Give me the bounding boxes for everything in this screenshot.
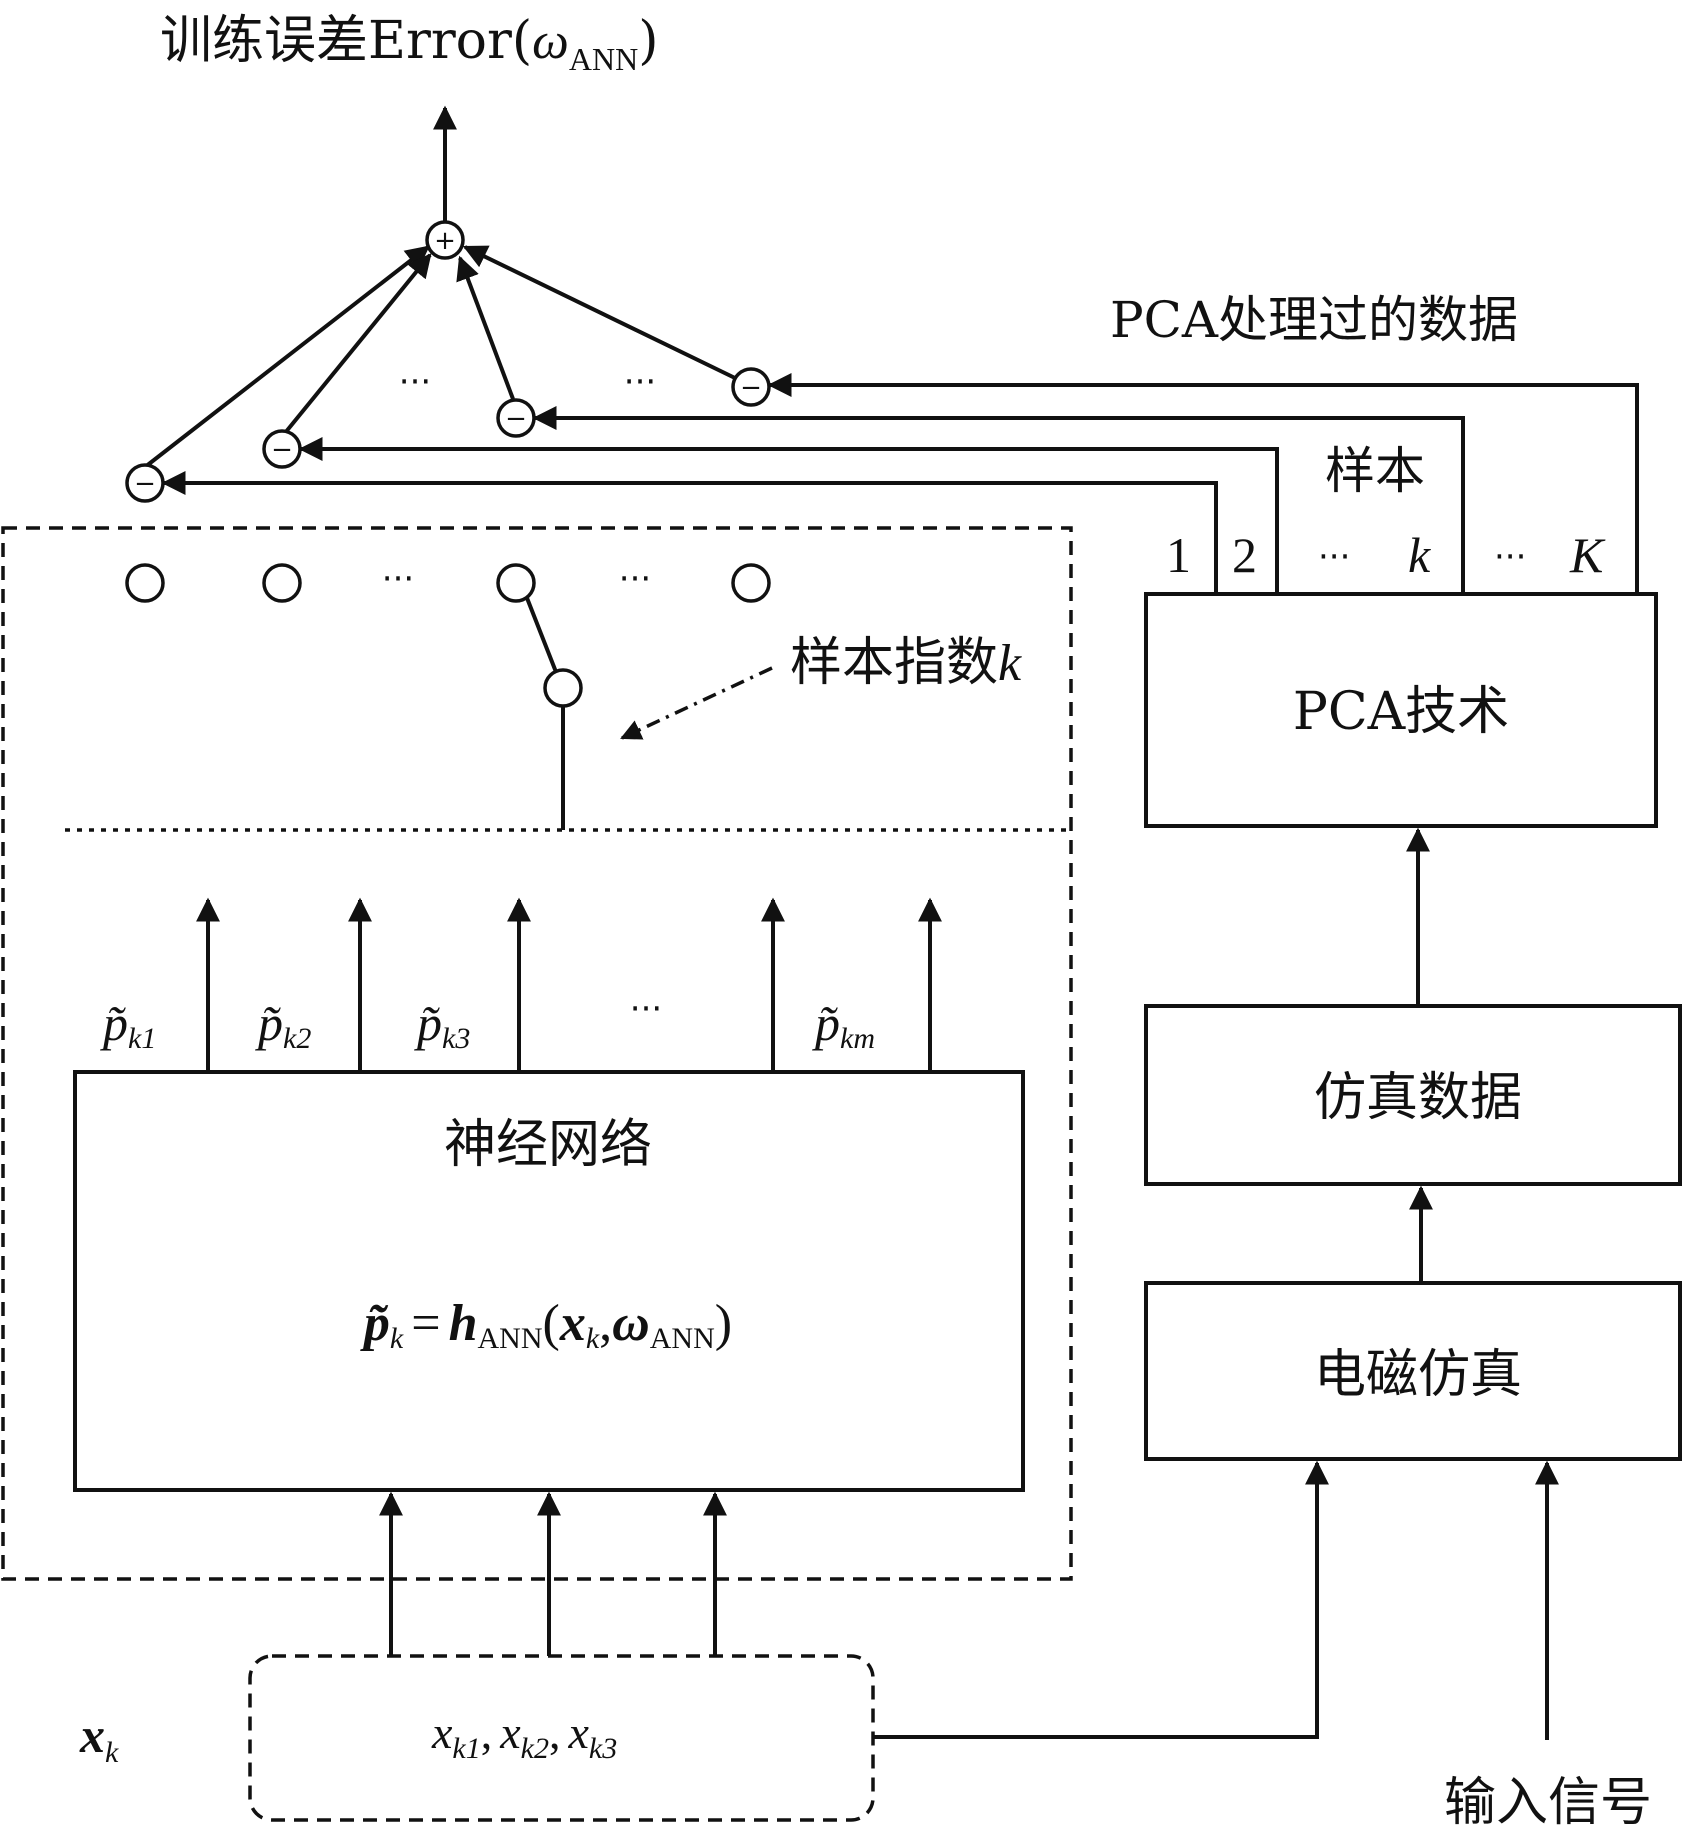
neural-network-title: 神经网络 (444, 1115, 652, 1175)
sample-index-pointer-arrow (620, 666, 773, 740)
pca-output-K: K (1569, 527, 1606, 583)
input-components: xk1,xk2,xk3 (431, 1707, 617, 1765)
minus1-to-sum-arrow (143, 245, 430, 469)
pca-technique-label: PCA技术 (1293, 682, 1509, 742)
selector-switch-arm (525, 597, 558, 673)
feedback-line-K (767, 373, 1639, 592)
pca-output-k: k (1408, 527, 1431, 583)
neural-network-formula: p̃k=hANN(xk,ωANN) (360, 1295, 732, 1355)
minus4-to-sum-arrow (462, 245, 736, 380)
feedback-line-2 (298, 437, 1279, 592)
nn-output-label-m: p̃km (812, 995, 875, 1055)
sample-index-label: 样本指数k (790, 633, 1022, 693)
ellipsis-nodes-2: ··· (619, 559, 651, 599)
input-vector-box (248, 1654, 875, 1822)
pca-processed-data-label: PCA处理过的数据 (1110, 291, 1518, 349)
ellipsis-top-2: ··· (624, 362, 656, 402)
sample-label: 样本 (1325, 442, 1425, 500)
input-vector-symbol: xk (79, 1707, 119, 1769)
nn-output-ellipsis: ··· (630, 989, 662, 1029)
nn-output-label-1: p̃k1 (100, 995, 156, 1055)
simulation-data-box (1144, 1004, 1682, 1186)
input-signal-label: 输入信号 (1444, 1773, 1652, 1833)
neural-network-box (73, 1070, 1025, 1492)
em-simulation-label: 电磁仿真 (1314, 1345, 1522, 1405)
summation-node (425, 220, 465, 260)
em-simulation-box (1144, 1281, 1682, 1461)
minus-sign-2: − (271, 435, 293, 465)
minus2-to-sum-arrow (283, 253, 432, 435)
minus-sign-1: − (134, 469, 156, 499)
ellipsis-nodes-1: ··· (382, 559, 414, 599)
pca-output-K-dots: ··· (1494, 537, 1526, 577)
nn-output-label-3: p̃k3 (414, 995, 470, 1055)
minus-sign-K: − (740, 373, 762, 403)
output-node-2 (262, 563, 302, 603)
plus-sign: + (434, 226, 456, 256)
pca-output-1: 1 (1166, 527, 1191, 583)
minus3-to-sum-arrow (456, 255, 515, 400)
minus-sign-k: − (505, 404, 527, 434)
simulation-data-label: 仿真数据 (1314, 1068, 1522, 1128)
selector-switch-node (543, 668, 583, 708)
nn-output-label-2: p̃k2 (255, 995, 311, 1055)
training-error-title: 训练误差Error(ωANN) (160, 11, 658, 77)
ann-dashed-boundary (1, 526, 1073, 1581)
output-node-K (731, 563, 771, 603)
pca-output-k-dots: ··· (1318, 537, 1350, 577)
output-node-1 (125, 563, 165, 603)
feedback-line-k (532, 406, 1465, 592)
ellipsis-top-1: ··· (399, 362, 431, 402)
input-to-em-sim-line (873, 1460, 1329, 1739)
feedback-line-1 (161, 471, 1218, 592)
pca-output-2: 2 (1232, 527, 1257, 583)
output-node-k (496, 563, 536, 603)
pca-technique-box (1144, 592, 1658, 828)
